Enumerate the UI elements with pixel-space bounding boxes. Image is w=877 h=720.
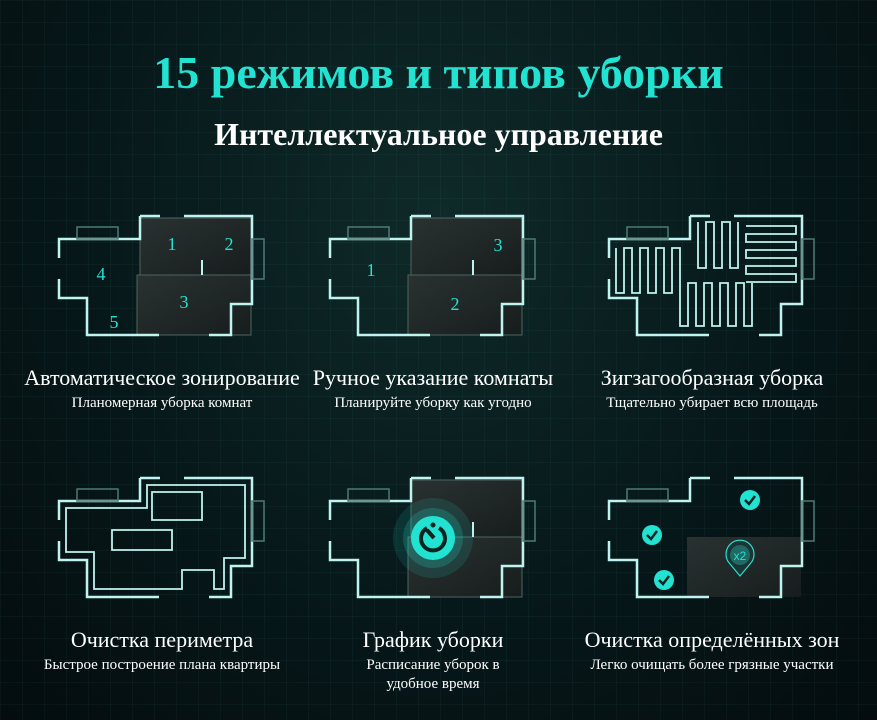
mode-subtitle: Быстрое построение плана квартиры xyxy=(43,657,281,673)
timer-icon xyxy=(411,516,455,560)
mode-card-manual-room[interactable]: 1 2 3 Ручное указание комнаты Планируйте… xyxy=(288,208,578,413)
floorplan-zigzag-icon xyxy=(607,214,816,337)
location-pin-icon: x2 xyxy=(725,539,755,577)
floorplan-schedule-icon xyxy=(328,476,537,599)
room-label: 2 xyxy=(225,234,234,254)
page-subtitle: Интеллектуальное управление xyxy=(214,116,663,152)
mode-card-perimeter[interactable]: Очистка периметра Быстрое построение пла… xyxy=(17,470,307,675)
priority-badge: x2 xyxy=(734,549,747,563)
mode-subtitle: Легко очищать более грязные участки xyxy=(590,657,834,673)
page-title: 15 режимов и типов уборки xyxy=(153,47,724,98)
mode-card-schedule[interactable]: График уборки Расписание уборок в удобно… xyxy=(288,470,578,694)
room-label: 2 xyxy=(451,294,460,314)
floorplan-zones-icon: x2 xyxy=(607,476,816,599)
mode-subtitle: Планируйте уборку как угодно xyxy=(334,395,532,411)
mode-title: Ручное указание комнаты xyxy=(312,365,554,390)
room-label: 3 xyxy=(494,235,503,255)
mode-title: Очистка определённых зон xyxy=(584,627,840,652)
check-icon xyxy=(740,490,760,510)
floorplan-manual-icon: 1 2 3 xyxy=(328,214,537,337)
mode-title: Автоматическое зонирование xyxy=(24,365,300,390)
mode-title: Очистка периметра xyxy=(70,627,254,652)
room-label: 5 xyxy=(110,312,119,332)
room-label: 3 xyxy=(180,292,189,312)
check-icon xyxy=(642,525,662,545)
floorplan-zoned-icon: 1 2 3 4 5 xyxy=(57,214,266,337)
mode-title: Зигзагообразная уборка xyxy=(600,365,824,390)
room-label: 1 xyxy=(168,234,177,254)
mode-card-zigzag[interactable]: Зигзагообразная уборка Тщательно убирает… xyxy=(567,208,857,413)
mode-subtitle: Тщательно убирает всю площадь xyxy=(606,395,818,411)
mode-subtitle: Расписание уборок в удобное время xyxy=(366,657,500,692)
mode-subtitle: Планомерная уборка комнат xyxy=(71,395,253,411)
mode-card-spot-zones[interactable]: x2 Очистка определённых зон Легко очищат… xyxy=(567,470,857,675)
room-label: 1 xyxy=(367,260,376,280)
mode-card-auto-zoning[interactable]: 1 2 3 4 5 Автоматическое зонирование Пла… xyxy=(17,208,307,413)
check-icon xyxy=(654,570,674,590)
mode-title: График уборки xyxy=(362,627,504,652)
room-label: 4 xyxy=(97,264,106,284)
floorplan-perimeter-icon xyxy=(57,476,266,599)
